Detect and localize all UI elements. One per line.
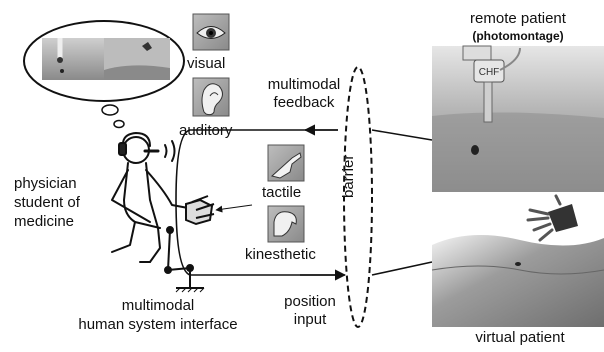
auditory-label: auditory (179, 122, 233, 139)
link-to-remote (371, 129, 433, 141)
haptic-device (164, 195, 215, 293)
feedback-label-line2: feedback (273, 94, 335, 111)
physician-label-line1: physician (14, 175, 77, 192)
thought-bubble (23, 20, 185, 129)
visual-label: visual (187, 55, 226, 72)
virtual-patient-image (431, 192, 604, 327)
physician-label-line2: student of (14, 194, 80, 211)
virtual-patient-label: virtual patient (475, 329, 565, 346)
interface-label-line1: multimodal (121, 297, 195, 314)
haptic-arrow (215, 204, 253, 213)
photomontage-label: (photomontage) (472, 29, 564, 43)
physician-label-line3: medicine (14, 213, 75, 230)
interface-label-line2: human system interface (78, 316, 238, 333)
kinesthetic-label: kinesthetic (245, 246, 316, 263)
barrier-ellipse (343, 66, 373, 328)
finger-touch-icon (267, 144, 305, 182)
barrier-label: barrier (340, 154, 357, 198)
remote-patient-image: CHF (432, 45, 604, 192)
position-input-label-line2: input (293, 311, 327, 328)
virtual-hand-icon (526, 194, 578, 242)
physician-figure (111, 132, 189, 263)
eye-icon (192, 13, 230, 51)
feedback-label-line1: multimodal (267, 76, 341, 93)
link-to-virtual (371, 261, 433, 276)
position-input-label-line1: position (284, 293, 336, 310)
ear-icon (192, 77, 230, 117)
device-label: CHF (479, 67, 500, 78)
tactile-label: tactile (262, 184, 302, 201)
remote-patient-label: remote patient (470, 10, 566, 27)
bubble-remote-image (42, 38, 104, 80)
arm-muscle-icon (267, 205, 305, 243)
